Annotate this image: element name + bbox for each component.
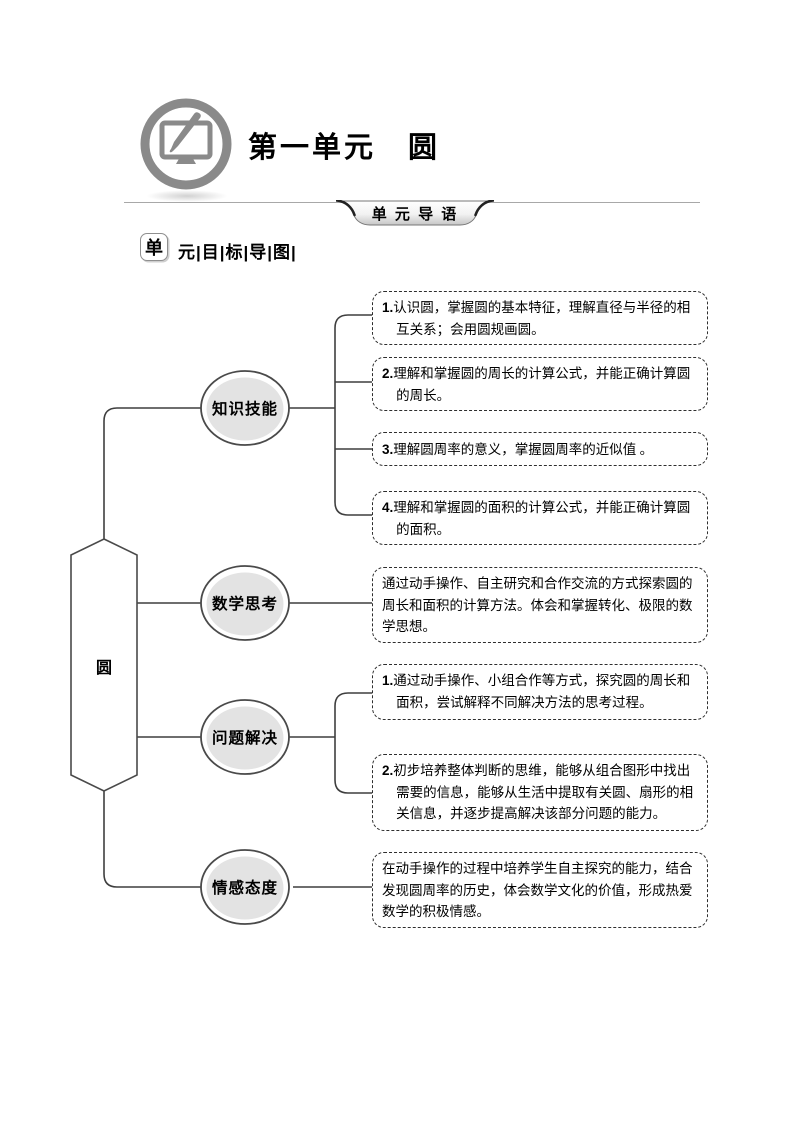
goal-item-number: 1. [382, 300, 394, 315]
monitor-pencil-icon [140, 98, 232, 190]
goal-item-number: 4. [382, 500, 394, 515]
branch-node-knowledge-skills: 知识技能 [211, 401, 278, 418]
goal-box-knowledge-4: 4.理解和掌握圆的面积的计算公式，并能正确计算圆的面积。 [372, 491, 708, 546]
goal-item-text: 在动手操作的过程中培养学生自主探究的能力，结合发现圆周率的历史，体会数学文化的价… [382, 861, 693, 920]
goal-item-text: 理解圆周率的意义，掌握圆周率的近似值 。 [393, 441, 654, 457]
section-label: 元|目|标|导|图| [178, 243, 297, 262]
goal-box-math-thinking: 通过动手操作、自主研究和合作交流的方式探索圆的周长和面积的计算方法。体会和掌握转… [372, 567, 708, 643]
page-title: 第一单元 圆 [248, 132, 441, 164]
goal-box-knowledge-3: 3.理解圆周率的意义，掌握圆周率的近似值 。 [372, 432, 708, 466]
goal-item-text: 认识圆，掌握圆的基本特征，理解直径与半径的相互关系；会用圆规画圆。 [393, 300, 691, 337]
goal-box-problem-1: 1.通过动手操作、小组合作等方式，探究圆的周长和面积，尝试解释不同解决方法的思考… [372, 664, 708, 720]
goal-item-text: 通过动手操作、小组合作等方式，探究圆的周长和面积，尝试解释不同解决方法的思考过程… [393, 673, 691, 710]
goal-box-problem-2: 2.初步培养整体判断的思维，能够从组合图形中找出需要的信息，能够从生活中提取有关… [372, 754, 708, 831]
root-node-shape [70, 538, 138, 792]
unit-banner-label: 单 元 导 语 [371, 206, 459, 223]
goal-item-text: 通过动手操作、自主研究和合作交流的方式探索圆的周长和面积的计算方法。体会和掌握转… [382, 576, 693, 635]
icon-shadow [146, 190, 228, 202]
goal-item-number: 1. [382, 673, 394, 688]
goal-box-knowledge-2: 2.理解和掌握圆的周长的计算公式，并能正确计算圆的周长。 [372, 357, 708, 412]
goal-item-number: 2. [382, 763, 394, 778]
goal-item-number: 2. [382, 366, 394, 381]
goal-item-text: 理解和掌握圆的周长的计算公式，并能正确计算圆的周长。 [393, 366, 691, 403]
goal-item-text: 初步培养整体判断的思维，能够从组合图形中找出需要的信息，能够从生活中提取有关圆、… [393, 763, 694, 822]
goal-item-text: 理解和掌握圆的面积的计算公式，并能正确计算圆的面积。 [393, 500, 691, 537]
section-badge: 单 [140, 233, 168, 261]
branch-node-math-thinking: 数学思考 [211, 596, 278, 613]
unit-banner-tab [336, 200, 494, 226]
branch-node-emotional-attitude: 情感态度 [211, 880, 278, 897]
branch-node-problem-solving: 问题解决 [211, 730, 278, 747]
goal-box-emotional-attitude: 在动手操作的过程中培养学生自主探究的能力，结合发现圆周率的历史，体会数学文化的价… [372, 852, 708, 928]
root-node-label: 圆 [95, 660, 112, 677]
goal-item-number: 3. [382, 441, 394, 457]
goal-box-knowledge-1: 1.认识圆，掌握圆的基本特征，理解直径与半径的相互关系；会用圆规画圆。 [372, 291, 708, 346]
